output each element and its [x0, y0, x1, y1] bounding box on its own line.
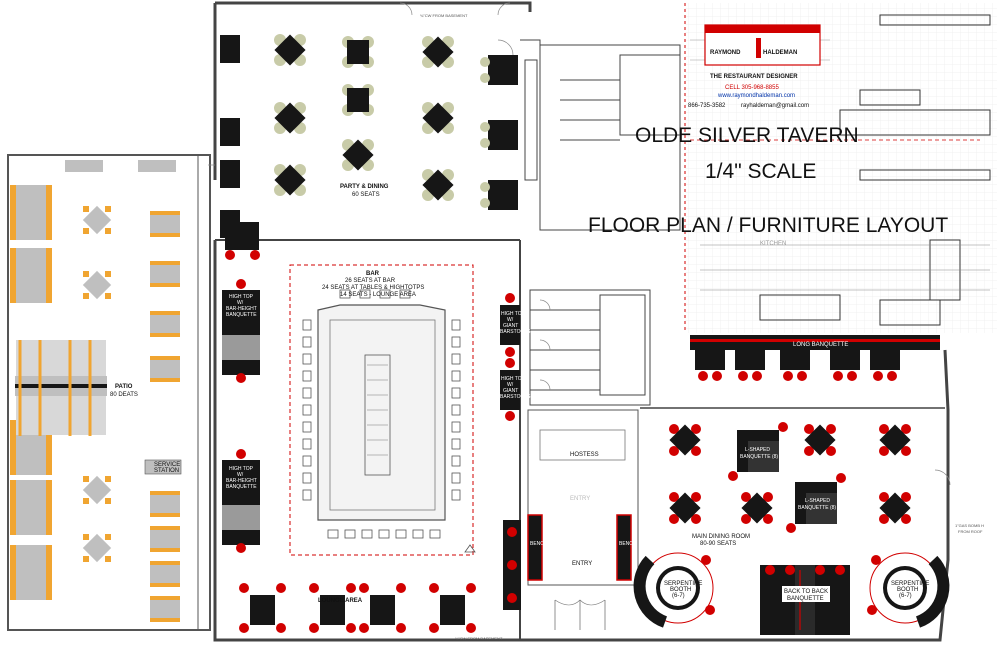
plan-subtitle: FLOOR PLAN / FURNITURE LAYOUT	[588, 214, 948, 237]
hightop-giant1-label: HIGH TOP W/ GIANT BARSTOOLS	[500, 311, 531, 335]
patio-top-tables	[65, 160, 176, 172]
hightop-giant2-label: HIGH TOP W/ GIANT BARSTOOLS	[500, 376, 531, 400]
svg-text:(6-7): (6-7)	[672, 593, 685, 599]
patio-seats: 80 DEATS	[110, 392, 138, 398]
svg-text:BOOTH: BOOTH	[897, 587, 918, 593]
lshaped1-label: L-SHAPED BANQUETTE (8)	[740, 447, 778, 460]
party-four-tops	[274, 34, 454, 201]
back-to-back-label: BACK TO BACK BANQUETTE	[782, 586, 830, 602]
lshaped-banquettes	[728, 422, 846, 533]
note-gas-1: 1"GAS BOMB H	[955, 523, 984, 528]
bar-line1: 26 SEATS AT BAR	[345, 278, 396, 284]
party-room-tables	[220, 35, 240, 238]
logo-email: rayhaldeman@gmail.com	[741, 103, 809, 109]
party-seats: 60 SEATS	[352, 192, 380, 198]
svg-text:W/: W/	[237, 300, 244, 306]
service-line2: STATION	[154, 468, 179, 474]
svg-text:BAR-HEIGHT: BAR-HEIGHT	[226, 306, 257, 312]
hostess-label: HOSTESS	[570, 452, 599, 458]
building-walls	[213, 1, 950, 642]
svg-text:BARSTOOLS: BARSTOOLS	[500, 394, 531, 400]
kitchen-label: KITCHEN	[760, 241, 786, 247]
door-swings	[208, 2, 951, 486]
svg-text:BACK TO BACK: BACK TO BACK	[784, 589, 828, 595]
restrooms-upper	[520, 39, 681, 231]
bar-line2: 24 SEATS AT TABLES & HIGHTOTPS	[322, 285, 424, 291]
main-dining-label: MAIN DINING ROOM	[692, 534, 750, 540]
svg-text:HIGH TOP: HIGH TOP	[229, 294, 254, 300]
svg-text:SERPENTINE: SERPENTINE	[891, 581, 929, 587]
bar-label: BAR	[366, 271, 380, 277]
restrooms-lower	[529, 289, 651, 406]
svg-text:BANQUETTE (8): BANQUETTE (8)	[740, 454, 778, 460]
logo: RAYMOND HALDEMAN THE RESTAURANT DESIGNER…	[688, 24, 821, 109]
logo-web: www.raymondhaldeman.com	[717, 93, 795, 99]
svg-text:L-SHAPED: L-SHAPED	[745, 447, 770, 453]
patio-communal-table	[15, 340, 107, 436]
svg-text:BANQUETTE: BANQUETTE	[226, 484, 257, 490]
patio-furniture	[10, 160, 182, 622]
hightop-banquettes	[222, 222, 260, 553]
logo-brand-right: HALDEMAN	[763, 50, 797, 56]
plan-title: OLDE SILVER TAVERN	[635, 124, 859, 147]
patio-label: PATIO	[115, 384, 133, 390]
bench-label-right: BENCH	[619, 541, 637, 547]
svg-text:BAR-HEIGHT: BAR-HEIGHT	[226, 478, 257, 484]
patio-fence	[7, 154, 211, 631]
svg-text:(6-7): (6-7)	[899, 593, 912, 599]
note-cw-bottom: ¾"CW FROM BASEMENT	[455, 636, 503, 641]
entry-label: ENTRY	[572, 561, 592, 567]
bar-stools	[302, 289, 461, 539]
svg-text:W/: W/	[237, 472, 244, 478]
hightop-giant-stools	[500, 293, 520, 421]
party-label: PARTY & DINING	[340, 184, 389, 190]
svg-text:W/: W/	[507, 382, 514, 388]
entry-area	[527, 409, 639, 630]
svg-text:BOOTH: BOOTH	[670, 587, 691, 593]
long-banquette-label: LONG BANQUETTE	[793, 342, 848, 348]
svg-text:W/: W/	[507, 317, 514, 323]
bar-line3: 14 SEATS - LOUNGE AREA	[340, 292, 416, 298]
entry-watermark: ENTRY	[570, 496, 590, 502]
service-line1: SERVICE	[154, 462, 180, 468]
svg-text:BANQUETTE: BANQUETTE	[226, 312, 257, 318]
logo-cell: CELL 305-968-8855	[725, 85, 779, 91]
bar-area	[289, 264, 476, 556]
bench-label-left: BENCH	[530, 541, 548, 547]
table-group	[274, 34, 306, 66]
svg-text:HIGH TOP: HIGH TOP	[229, 466, 254, 472]
party-wall-tables	[480, 55, 518, 210]
lshaped2-label: L-SHAPED BANQUETTE (8)	[798, 498, 836, 511]
svg-text:HIGH TOP: HIGH TOP	[501, 376, 526, 382]
main-dining-seats: 80-90 SEATS	[700, 541, 736, 547]
patio-left-banquette	[10, 185, 52, 600]
logo-phone: 866-735-3582	[688, 103, 726, 109]
svg-text:BANQUETTE: BANQUETTE	[787, 596, 824, 602]
note-gas-2: FROM ROOF	[958, 529, 983, 534]
serpentine2-label: SERPENTINE BOOTH (6-7)	[891, 581, 929, 599]
svg-text:BANQUETTE (8): BANQUETTE (8)	[798, 505, 836, 511]
svg-text:SERPENTINE: SERPENTINE	[664, 581, 702, 587]
serpentine-booths	[633, 552, 950, 628]
serpentine1-label: SERPENTINE BOOTH (6-7)	[664, 581, 702, 599]
lounge-tables	[239, 520, 521, 633]
dining-four-tops	[669, 424, 911, 524]
hightop2-label: HIGH TOP W/ BAR-HEIGHT BANQUETTE	[226, 466, 257, 490]
svg-text:L-SHAPED: L-SHAPED	[805, 498, 830, 504]
logo-brand-left: RAYMOND	[710, 50, 741, 56]
lounge-label: LOUNGE AREA	[318, 598, 363, 604]
plan-scale: 1/4" SCALE	[705, 160, 816, 183]
svg-text:GIANT: GIANT	[503, 388, 518, 394]
main-dining-furniture	[690, 335, 940, 381]
patio-right-tables	[150, 211, 180, 622]
svg-text:GIANT: GIANT	[503, 323, 518, 329]
hightop1-label: HIGH TOP W/ BAR-HEIGHT BANQUETTE	[226, 294, 257, 318]
logo-tagline: THE RESTAURANT DESIGNER	[710, 74, 798, 80]
note-cw-top: ¾"CW FROM BASEMENT	[420, 13, 468, 18]
svg-text:HIGH TOP: HIGH TOP	[501, 311, 526, 317]
svg-text:BARSTOOLS: BARSTOOLS	[500, 329, 531, 335]
